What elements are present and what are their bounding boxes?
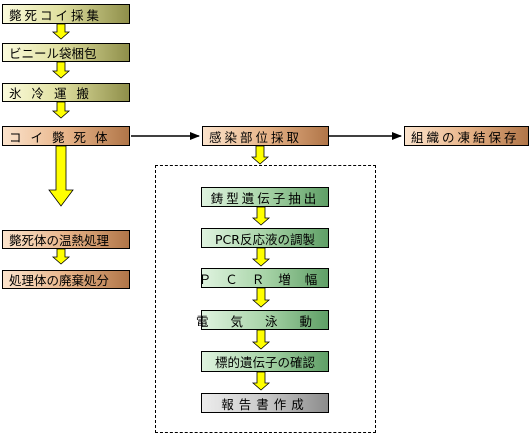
step-frozen-tissue-storage: 組織の凍結保存 [404, 126, 529, 146]
step-infection-site-sampling: 感染部位採取 [202, 126, 329, 146]
down-arrow-2 [51, 61, 71, 79]
big-down-arrow [48, 145, 74, 207]
step-target-gene-confirmation: 標的遺伝子の確認 [201, 351, 329, 372]
down-arrow-center-5 [251, 371, 271, 391]
step-ice-cold-transport: 氷冷運搬 [2, 83, 130, 102]
step-report-writing: 報告書作成 [201, 393, 329, 413]
step-pcr-amplification: ＰＣＲ増幅 [199, 268, 329, 288]
step-template-dna-extraction: 鋳型遺伝子抽出 [201, 187, 329, 207]
down-arrow-center-0 [250, 145, 270, 165]
down-arrow-center-2 [251, 247, 271, 267]
step-pcr-reagent-preparation: PCR反応液の調製 [201, 228, 329, 248]
step-heat-treatment: 斃死体の温熱処理 [2, 230, 130, 249]
down-arrow-1 [51, 23, 71, 40]
down-arrow-center-4 [251, 329, 271, 350]
down-arrow-center-3 [251, 287, 271, 308]
step-plastic-bag-packing: ビニール袋梱包 [2, 43, 130, 62]
down-arrow-4 [51, 248, 71, 265]
step-carp-carcass: コイ斃死体 [2, 126, 130, 146]
step-disposal: 処理体の廃棄処分 [2, 270, 130, 289]
step-carcass-collection: 斃死コイ採集 [2, 4, 130, 24]
down-arrow-3 [51, 101, 71, 119]
step-electrophoresis: 電気泳動 [196, 310, 329, 330]
down-arrow-center-1 [251, 206, 271, 226]
